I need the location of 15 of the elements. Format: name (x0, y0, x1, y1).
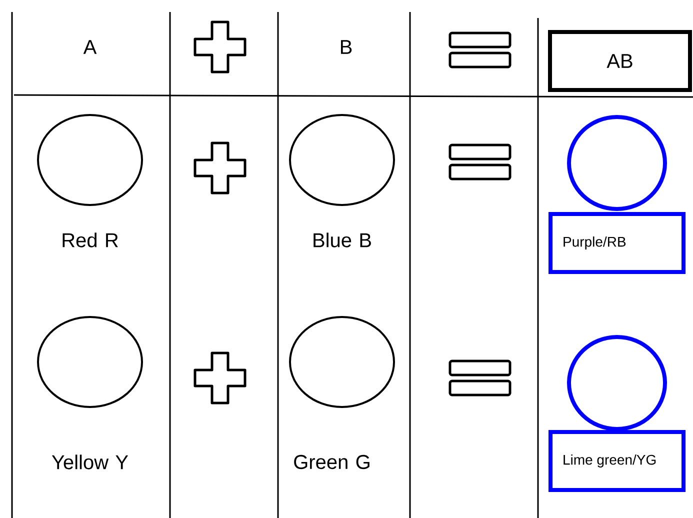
column-header: A (83, 40, 97, 54)
color-name: Green G (294, 454, 370, 470)
circle (567, 115, 667, 211)
circle (289, 114, 395, 206)
color-name: Red R (62, 232, 118, 248)
color-name: Blue B (314, 232, 371, 248)
circle (567, 335, 667, 431)
color-name: Yellow Y (52, 454, 128, 470)
color-box: Lime green/YG (548, 430, 686, 492)
color-box: Purple/RB (548, 212, 686, 274)
column-header: B (340, 40, 352, 54)
circle (289, 316, 395, 408)
circle (37, 114, 143, 206)
result-box: AB (548, 30, 692, 92)
circle (37, 316, 143, 408)
